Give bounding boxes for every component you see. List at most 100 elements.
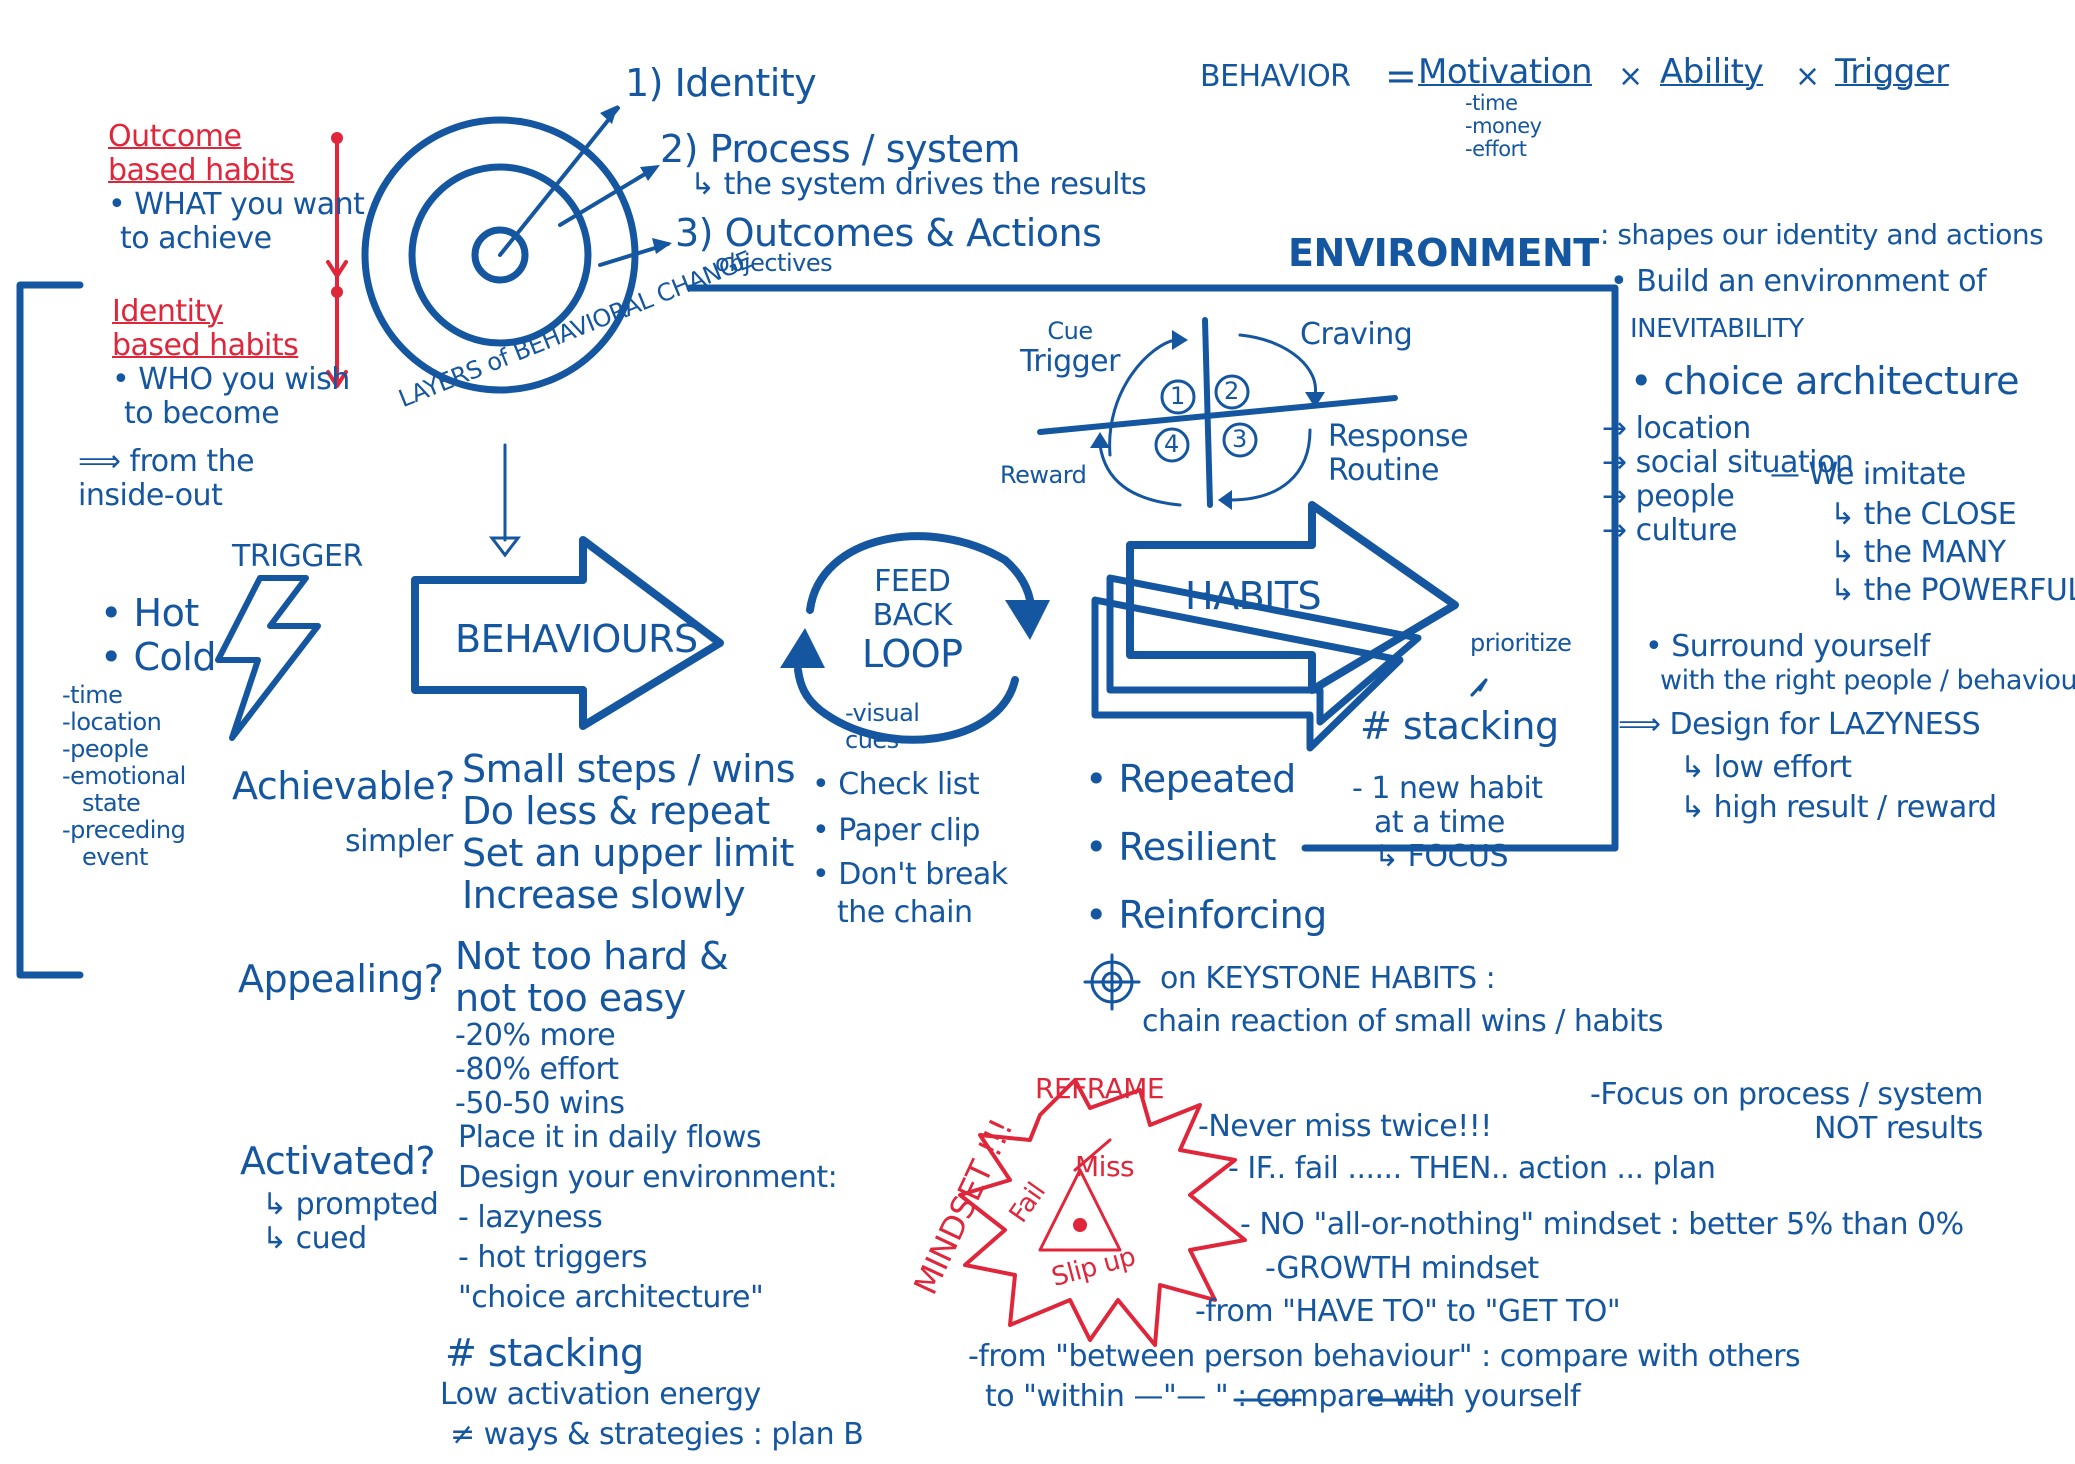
feedback-word: BACK: [872, 598, 953, 633]
kind-location: -location: [62, 708, 162, 736]
one-habit-line: ↳ FOCUS: [1374, 839, 1508, 874]
feedback-label: FEED BACK LOOP: [862, 564, 963, 676]
surround-line: • Surround yourself: [1645, 629, 1930, 664]
habits-arrows: [1091, 501, 1459, 752]
never-miss: -Never miss twice!!!: [1198, 1109, 1492, 1144]
surround: • Surround yourself with the right peopl…: [1645, 630, 2075, 698]
kind-state: state: [82, 789, 141, 817]
chain-reaction: chain reaction of small wins / habits: [1142, 1004, 1664, 1039]
one-habit-line: at a time: [1374, 805, 1505, 840]
environment-inevitability: INEVITABILITY: [1630, 314, 1804, 344]
one-habit: - 1 new habit at a time ↳ FOCUS: [1352, 772, 1543, 874]
appealing-item: not too easy: [455, 976, 686, 1020]
formula-times-2: ×: [1795, 59, 1820, 94]
activated-list: Place it in daily flows Design your envi…: [458, 1118, 838, 1318]
trigger-cold: • Cold: [100, 635, 216, 679]
identity-desc-1: • WHO you wish: [112, 362, 350, 397]
surround-line: with the right people / behaviour: [1660, 665, 2075, 696]
appealing-item: Not too hard &: [455, 934, 729, 978]
habits-label: HABITS: [1185, 574, 1322, 618]
one-habit-line: - 1 new habit: [1352, 771, 1543, 806]
feedback-item: • Paper clip: [812, 813, 980, 848]
focus-line: NOT results: [1813, 1111, 1983, 1146]
ways-strategies: ≠ ways & strategies : plan B: [450, 1417, 864, 1452]
within-person: to "within —"— " : compare with yourself: [985, 1379, 1581, 1414]
mindset-burst: [958, 1078, 1247, 1347]
achievable-item: Small steps / wins: [462, 747, 796, 791]
behaviours-arrow: [411, 536, 724, 730]
ability-notes: -time -money -effort: [1465, 92, 1542, 161]
environment-imitate: — We imitate: [1770, 457, 1966, 492]
identity-habits: Identity based habits • WHO you wish to …: [112, 295, 350, 431]
focus-process: -Focus on process / system NOT results: [1590, 1078, 1983, 1146]
loop-cue: Cue Trigger: [1020, 318, 1120, 379]
layer-process: 2) Process / system: [660, 127, 1021, 171]
word-miss: Miss: [1075, 1150, 1135, 1183]
focus-line: -Focus on process / system: [1590, 1077, 1983, 1112]
r-item: • Repeated: [1085, 757, 1296, 801]
loop-number-2: 2: [1224, 377, 1239, 405]
imitate-list: ↳ the CLOSE ↳ the MANY ↳ the POWERFUL: [1830, 496, 2075, 610]
habit-stacking: # stacking: [1360, 704, 1559, 748]
identity-title: Identity based habits: [112, 294, 299, 363]
r-list: • Repeated • Resilient • Reinforcing: [1085, 745, 1327, 949]
imitate-item: ↳ the POWERFUL: [1830, 573, 2075, 608]
kind-event: event: [82, 843, 148, 871]
environment-choice: • choice architecture: [1630, 359, 2020, 403]
formula-times-1: ×: [1618, 59, 1643, 94]
if-fail-plan: - IF.. fail ...... THEN.. action ... pla…: [1228, 1151, 1716, 1186]
layers-target: [361, 105, 672, 394]
kind-emotional: -emotional: [62, 762, 186, 790]
activated-item: "choice architecture": [458, 1280, 764, 1315]
note-money: -money: [1465, 114, 1542, 138]
appealing-list: Not too hard & not too easy -20% more -8…: [455, 934, 729, 1121]
trigger-hot: • Hot: [100, 591, 199, 635]
feedback-word: FEED: [874, 564, 951, 599]
achievable-item: Do less & repeat: [462, 789, 770, 833]
kind-people: -people: [62, 735, 149, 763]
loop-reward: Reward: [1000, 461, 1087, 489]
loop-number-4: 4: [1164, 430, 1179, 458]
activated-item: - lazyness: [458, 1200, 603, 1235]
identity-desc-2: to become: [124, 396, 280, 431]
factor-item: → people: [1602, 479, 1735, 514]
keystone-target-icon: [1083, 953, 1141, 1011]
activated-item: Place it in daily flows: [458, 1120, 762, 1155]
lightning-icon: [215, 575, 321, 741]
formula-motivation: Motivation: [1418, 52, 1593, 92]
appealing-item: -80% effort: [455, 1052, 619, 1087]
trigger-word: Trigger: [1020, 344, 1120, 379]
formula-trigger: Trigger: [1835, 52, 1949, 92]
prompted: ↳ prompted: [262, 1187, 439, 1222]
feedback-item: the chain: [837, 895, 973, 930]
growth-mindset: -GROWTH mindset: [1265, 1251, 1539, 1286]
environment-shapes: : shapes our identity and actions: [1600, 218, 2044, 251]
reframe-label: REFRAME: [1035, 1072, 1165, 1105]
response-word: Response: [1328, 419, 1469, 454]
design-lazyness: ⟹ Design for LAZYNESS: [1618, 707, 1981, 742]
note-time: -time: [1465, 91, 1518, 115]
between-person: -from "between person behaviour" : compa…: [968, 1339, 1801, 1374]
have-to-get-to: -from "HAVE TO" to "GET TO": [1195, 1294, 1621, 1329]
activated-sub: ↳ prompted ↳ cued: [262, 1187, 439, 1256]
imitate-item: ↳ the MANY: [1830, 535, 2006, 570]
environment-title: ENVIRONMENT: [1288, 231, 1599, 275]
appealing-item: -20% more: [455, 1018, 616, 1053]
formula-equals: =: [1385, 54, 1417, 98]
cued: ↳ cued: [262, 1221, 367, 1256]
outcome-desc-1: • WHAT you want: [108, 187, 365, 222]
outcome-title: Outcome based habits: [108, 119, 295, 188]
factor-item: → culture: [1602, 513, 1737, 548]
feedback-loop-arrows: [780, 532, 1050, 744]
r-item: • Resilient: [1085, 825, 1276, 869]
formula-ability: Ability: [1660, 52, 1764, 92]
inside-out: ⟹ from the inside-out: [78, 444, 255, 513]
lazy-item: ↳ low effort: [1680, 750, 1852, 785]
activated-title: Activated?: [240, 1139, 436, 1183]
appealing-title: Appealing?: [238, 957, 444, 1001]
activated-item: - hot triggers: [458, 1240, 647, 1275]
keystone-line: on KEYSTONE HABITS :: [1160, 961, 1496, 996]
achievable-list: Small steps / wins Do less & repeat Set …: [462, 747, 796, 916]
imitate-item: ↳ the CLOSE: [1830, 497, 2017, 532]
